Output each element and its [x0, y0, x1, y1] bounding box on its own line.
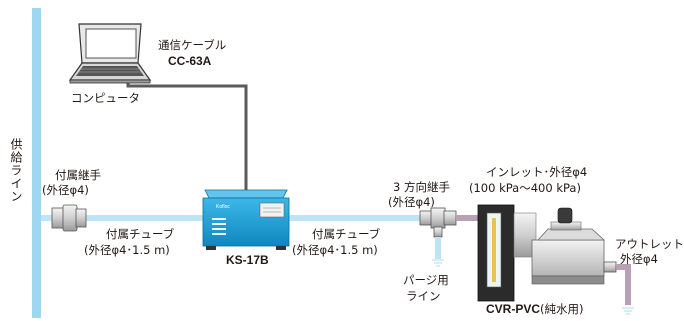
- inlet-label: インレット･外径φ4: [486, 165, 588, 179]
- controller-unit: [202, 189, 290, 250]
- outlet-label: アウトレット: [615, 237, 684, 251]
- three-way-label: 3 方向継手: [393, 180, 450, 194]
- cable-label: 通信ケーブル: [158, 38, 227, 52]
- device-spec: (純水用): [540, 302, 584, 316]
- tube-inlet: [456, 215, 478, 221]
- cvr-pvc-device: [477, 204, 617, 302]
- tube-mid-label: 付属チューブ: [312, 227, 381, 241]
- fitting-left-spec: (外径φ4): [42, 183, 89, 197]
- computer-label: コンピュータ: [71, 91, 140, 105]
- supply-line: [32, 8, 41, 318]
- three-way-spec: (外径φ4): [388, 195, 435, 209]
- tube-left: [41, 215, 217, 221]
- tube-mid-spec: (外径φ4･1.5 m): [292, 243, 378, 257]
- device-label: CVR-PVC(純水用): [486, 302, 584, 316]
- purge-label: パージ用: [403, 273, 449, 287]
- tube-outlet: [616, 264, 631, 305]
- three-way-fitting-icon: [419, 207, 457, 238]
- communication-cable: [126, 79, 248, 196]
- purge-spray-icon: [432, 259, 444, 267]
- controller-brand: Kofloc: [216, 204, 230, 210]
- controller-model: KS-17B: [226, 253, 269, 267]
- tube-left-label: 付属チューブ: [106, 227, 175, 241]
- device-model: CVR-PVC: [486, 302, 541, 316]
- supply-line-label: 供給ライン: [9, 138, 23, 203]
- outlet-spray-icon: [622, 307, 634, 315]
- tube-mid: [283, 215, 420, 221]
- fitting-left-icon: [51, 204, 87, 232]
- purge-label-2: ライン: [406, 289, 441, 303]
- inlet-spec: (100 kPa～400 kPa): [469, 181, 581, 195]
- tube-left-spec: (外径φ4･1.5 m): [84, 243, 170, 257]
- cable-model: CC-63A: [168, 54, 212, 68]
- outlet-spec: 外径φ4: [620, 252, 658, 266]
- fitting-left-label: 付属継手: [55, 168, 101, 182]
- computer-icon: [68, 23, 152, 84]
- purge-tube: [435, 237, 441, 259]
